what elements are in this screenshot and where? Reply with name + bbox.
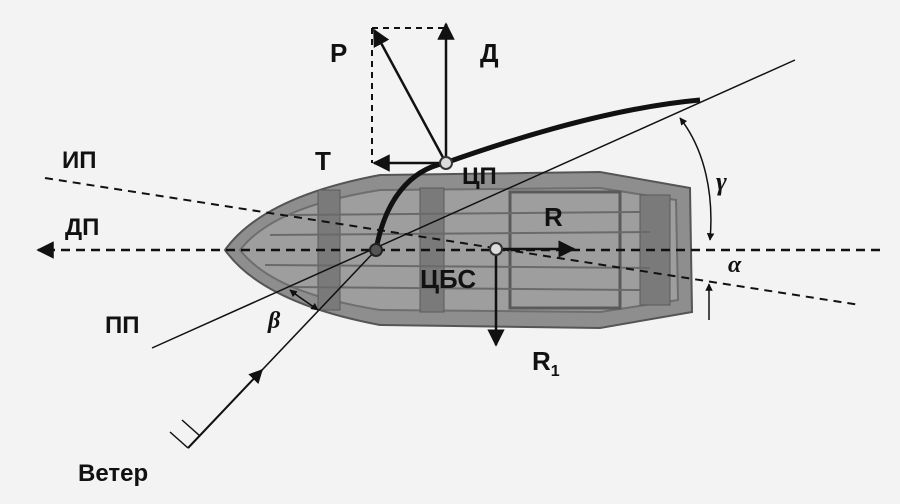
beta-arc: [289, 289, 319, 311]
wind-feather: [169, 419, 201, 449]
label-cp: ЦП: [462, 163, 497, 190]
label-veter: Ветер: [78, 460, 148, 487]
line-pp: [151, 59, 796, 349]
label-d: Д: [480, 38, 499, 68]
label-r1: R1: [532, 346, 560, 380]
label-ip: ИП: [62, 147, 97, 174]
label-r: R: [544, 202, 563, 232]
label-beta: β: [267, 308, 281, 334]
point-cp: [439, 156, 453, 170]
force-parallelogram: [371, 27, 446, 163]
force-p-arrow: [372, 28, 448, 164]
gamma-arc: [679, 117, 715, 241]
label-p: Р: [330, 38, 347, 68]
label-cbs: ЦБС: [420, 264, 476, 294]
label-pp: ПП: [105, 312, 140, 339]
point-mast: [369, 243, 383, 257]
course-line-ip: [44, 177, 861, 306]
label-gamma: γ: [716, 167, 727, 196]
point-cbs: [489, 242, 503, 256]
label-alpha: α: [728, 252, 742, 278]
label-dp: ДП: [65, 214, 99, 241]
sail-curve: [373, 97, 701, 251]
label-t: Т: [315, 146, 331, 176]
